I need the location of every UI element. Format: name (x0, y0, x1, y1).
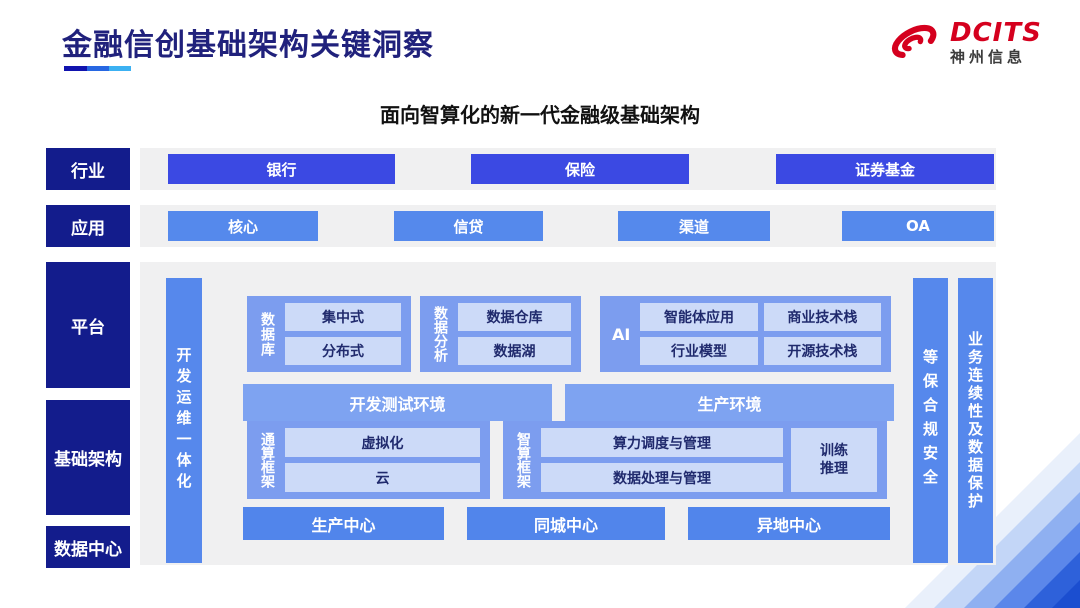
dcits-swoosh-icon (886, 18, 942, 68)
analytics-item-lake: 数据湖 (458, 337, 571, 365)
industry-item-insurance: 保险 (471, 154, 689, 184)
title-underline-segment-1 (64, 66, 87, 71)
analytics-group: 数据分析 数据仓库 数据湖 (420, 296, 581, 372)
intelligent-compute-item-scheduling: 算力调度与管理 (541, 428, 783, 457)
analytics-item-warehouse: 数据仓库 (458, 303, 571, 331)
database-group-body: 集中式 分布式 (285, 303, 401, 365)
sidebar-item-application: 应用 (46, 205, 130, 247)
intelligent-compute-group-body: 算力调度与管理 数据处理与管理 训练 推理 (541, 428, 877, 492)
remote-center-bar: 异地中心 (688, 507, 890, 540)
logo-company: 神州信息 (950, 47, 1027, 66)
sidebar-item-platform: 平台 (46, 262, 130, 388)
database-item-centralized: 集中式 (285, 303, 401, 331)
ai-group-body: 智能体应用 商业技术栈 行业模型 开源技术栈 (640, 303, 881, 365)
ai-group-label: AI (612, 324, 631, 344)
application-item-core: 核心 (168, 211, 318, 241)
application-item-channel: 渠道 (618, 211, 770, 241)
general-compute-group-body: 虚拟化 云 (285, 428, 480, 492)
ai-item-commercial-stack: 商业技术栈 (763, 303, 881, 331)
title-underline-segment-2 (87, 66, 109, 71)
database-group: 数据库 集中式 分布式 (247, 296, 411, 372)
page-title: 金融信创基础架构关键洞察 (62, 28, 434, 63)
intelligent-compute-group-label: 智算框架 (515, 432, 531, 488)
diagram-title: 面向智算化的新一代金融级基础架构 (380, 103, 700, 127)
logo-brand: DCITS (950, 18, 1042, 49)
general-compute-item-virtualization: 虚拟化 (285, 428, 480, 457)
intelligent-compute-left-column: 算力调度与管理 数据处理与管理 (541, 428, 783, 492)
database-item-distributed: 分布式 (285, 337, 401, 365)
intelligent-compute-group: 智算框架 算力调度与管理 数据处理与管理 训练 推理 (503, 421, 887, 499)
ai-group: AI 智能体应用 商业技术栈 行业模型 开源技术栈 (600, 296, 891, 372)
general-compute-item-cloud: 云 (285, 463, 480, 492)
same-city-center-bar: 同城中心 (467, 507, 665, 540)
general-compute-group-label: 通算框架 (259, 432, 275, 488)
ai-item-agent-apps: 智能体应用 (640, 303, 758, 331)
ai-item-industry-models: 行业模型 (640, 337, 758, 365)
sidebar-item-infrastructure: 基础架构 (46, 400, 130, 515)
sidebar-item-datacenter: 数据中心 (46, 526, 130, 568)
logo-text: DCITS 神州信息 (950, 20, 1042, 65)
title-underline (64, 66, 131, 71)
application-item-oa: OA (842, 211, 994, 241)
ai-item-open-source-stack: 开源技术栈 (763, 337, 881, 365)
industry-item-securities: 证券基金 (776, 154, 994, 184)
general-compute-group: 通算框架 虚拟化 云 (247, 421, 490, 499)
database-group-label: 数据库 (259, 311, 275, 357)
security-compliance-bar: 等保合规安全 (913, 278, 948, 563)
dev-test-environment-bar: 开发测试环境 (243, 384, 552, 421)
production-center-bar: 生产中心 (243, 507, 444, 540)
dcits-logo: DCITS 神州信息 (886, 18, 1042, 68)
production-environment-bar: 生产环境 (565, 384, 894, 421)
sidebar-item-industry: 行业 (46, 148, 130, 190)
devops-bar: 开发运维一体化 (166, 278, 202, 563)
business-continuity-bar: 业务连续性及数据保护 (958, 278, 993, 563)
title-underline-segment-3 (109, 66, 131, 71)
analytics-group-body: 数据仓库 数据湖 (458, 303, 571, 365)
intelligent-compute-item-training-inference: 训练 推理 (791, 428, 877, 492)
intelligent-compute-item-data-management: 数据处理与管理 (541, 463, 783, 492)
application-item-credit: 信贷 (394, 211, 543, 241)
industry-item-bank: 银行 (168, 154, 395, 184)
analytics-group-label: 数据分析 (432, 306, 448, 362)
